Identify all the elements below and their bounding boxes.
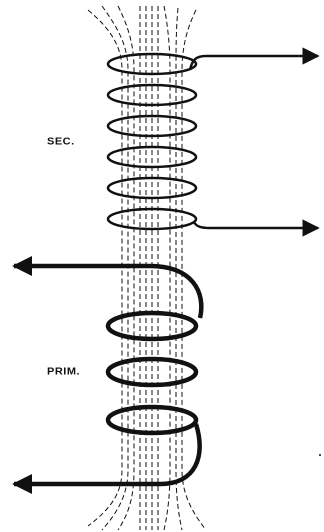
secondary-coil <box>106 47 320 237</box>
secondary-turn <box>106 207 198 231</box>
secondary-turn <box>106 114 198 138</box>
primary-turn <box>105 310 199 342</box>
secondary-turn <box>106 83 198 107</box>
secondary-turn <box>106 52 198 76</box>
secondary-top-lead <box>188 47 320 71</box>
secondary-label: SEC. <box>47 136 75 148</box>
secondary-turn <box>106 176 198 200</box>
flux-lines <box>87 5 207 531</box>
primary-top-bend <box>149 263 204 319</box>
primary-coil <box>11 255 204 495</box>
flux-line <box>181 9 207 531</box>
flux-line <box>101 5 129 531</box>
primary-bottom-bend <box>159 423 202 487</box>
flux-line <box>117 5 135 531</box>
primary-turn <box>105 356 199 388</box>
stray-dot <box>319 454 321 456</box>
primary-turn <box>105 404 199 436</box>
primary-label: PRIM. <box>47 366 81 378</box>
flux-line <box>175 7 183 531</box>
secondary-turn <box>106 145 198 169</box>
flux-line <box>163 5 171 531</box>
flux-line <box>87 9 123 527</box>
secondary-bottom-lead <box>192 219 320 237</box>
